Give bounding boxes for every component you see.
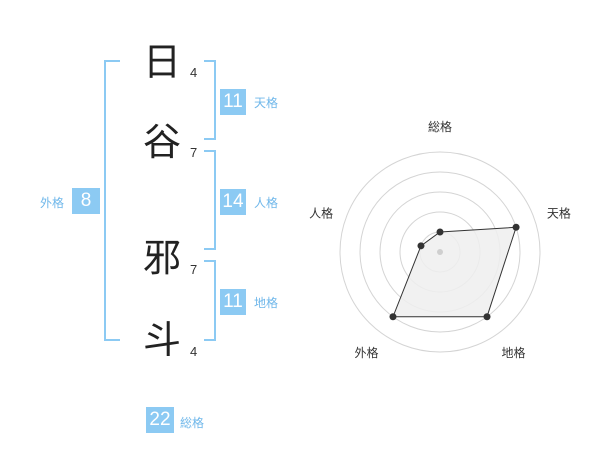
jinkaku-badge: 14 (220, 189, 246, 215)
chikaku-label: 地格 (254, 296, 279, 310)
gaikaku-label: 外格 (40, 196, 65, 210)
radar-series-area (392, 226, 517, 318)
stroke-count-3: 7 (190, 262, 198, 277)
radar-axis-label-2: 地格 (501, 345, 525, 360)
jinkaku-bracket (204, 150, 216, 250)
radar-point-3 (389, 313, 397, 321)
radar-axis-label-1: 天格 (547, 205, 571, 220)
tenkaku-badge: 11 (220, 89, 246, 115)
soukaku-badge: 22 (146, 407, 174, 433)
radar-point-1 (512, 223, 520, 231)
radar-axis-label-3: 外格 (354, 345, 378, 360)
chikaku-badge: 11 (220, 289, 246, 315)
radar-point-4 (417, 242, 425, 250)
radar-center-dot (437, 249, 443, 255)
jinkaku-label: 人格 (254, 196, 279, 210)
stroke-count-1: 4 (190, 65, 198, 80)
radar-ring (339, 151, 541, 353)
stroke-count-4: 4 (190, 344, 198, 359)
soukaku-label: 総格 (180, 416, 205, 430)
radar-ring (359, 171, 521, 333)
chikaku-bracket (204, 260, 216, 341)
gaikaku-badge: 8 (72, 188, 100, 214)
tenkaku-bracket (204, 60, 216, 140)
name-char-3: 邪 (142, 236, 181, 280)
name-char-2: 谷 (142, 120, 181, 164)
radar-axis-label-0: 総格 (428, 119, 452, 134)
stroke-count-2: 7 (190, 145, 198, 160)
radar-point-0 (436, 228, 444, 236)
gaikaku-bracket (104, 60, 120, 341)
radar-axis-label-4: 人格 (309, 205, 333, 220)
tenkaku-label: 天格 (254, 96, 279, 110)
name-char-4: 斗 (142, 318, 181, 362)
name-char-1: 日 (142, 40, 181, 84)
radar-point-2 (483, 313, 491, 321)
